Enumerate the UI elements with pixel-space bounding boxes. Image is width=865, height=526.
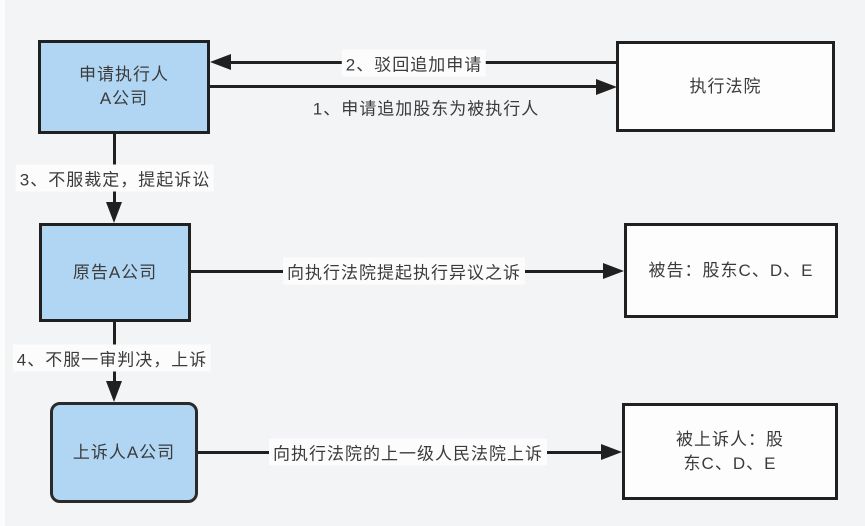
node-label-line: 原告A公司: [72, 262, 158, 282]
node-appellant-company-a: 上诉人A公司: [50, 402, 198, 503]
edge-label-reject-application: 2、驳回追加申请: [341, 49, 487, 77]
node-defendant-shareholders: 被告：股东C、D、E: [624, 223, 838, 318]
connector-line-apply: [210, 85, 598, 88]
node-execution-court: 执行法院: [616, 41, 835, 132]
arrowhead-right-icon: [601, 444, 622, 460]
left-edge-strip: [0, 0, 5, 526]
edge-label-appeal: 4、不服一审判决，上诉: [12, 344, 212, 372]
node-label-line: 东C、D、E: [683, 453, 777, 473]
arrowhead-down-icon: [106, 202, 122, 223]
edge-label-objection-suit: 向执行法院提起执行异议之诉: [283, 257, 525, 285]
node-plaintiff-company-a: 原告A公司: [39, 223, 191, 322]
edge-label-file-lawsuit: 3、不服裁定，提起诉讼: [15, 164, 215, 192]
node-label-line: A公司: [99, 89, 149, 108]
node-applicant-company-a: 申请执行人 A公司: [38, 40, 210, 134]
node-label-line: 申请执行人: [79, 65, 169, 84]
edge-label-appeal-higher-court: 向执行法院的上一级人民法院上诉: [269, 438, 547, 466]
edge-label-apply-addition: 1、申请追加股东为被执行人: [312, 99, 540, 119]
arrowhead-right-icon: [596, 79, 617, 95]
arrowhead-right-icon: [603, 263, 624, 279]
node-appellee-shareholders: 被上诉人：股 东C、D、E: [622, 403, 838, 500]
node-label-line: 上诉人A公司: [72, 442, 176, 462]
node-label-line: 执行法院: [689, 76, 762, 96]
node-label-line: 被告：股东C、D、E: [648, 260, 814, 280]
arrowhead-down-icon: [106, 381, 122, 402]
node-label-line: 被上诉人：股: [676, 429, 784, 449]
arrowhead-left-icon: [210, 54, 231, 70]
